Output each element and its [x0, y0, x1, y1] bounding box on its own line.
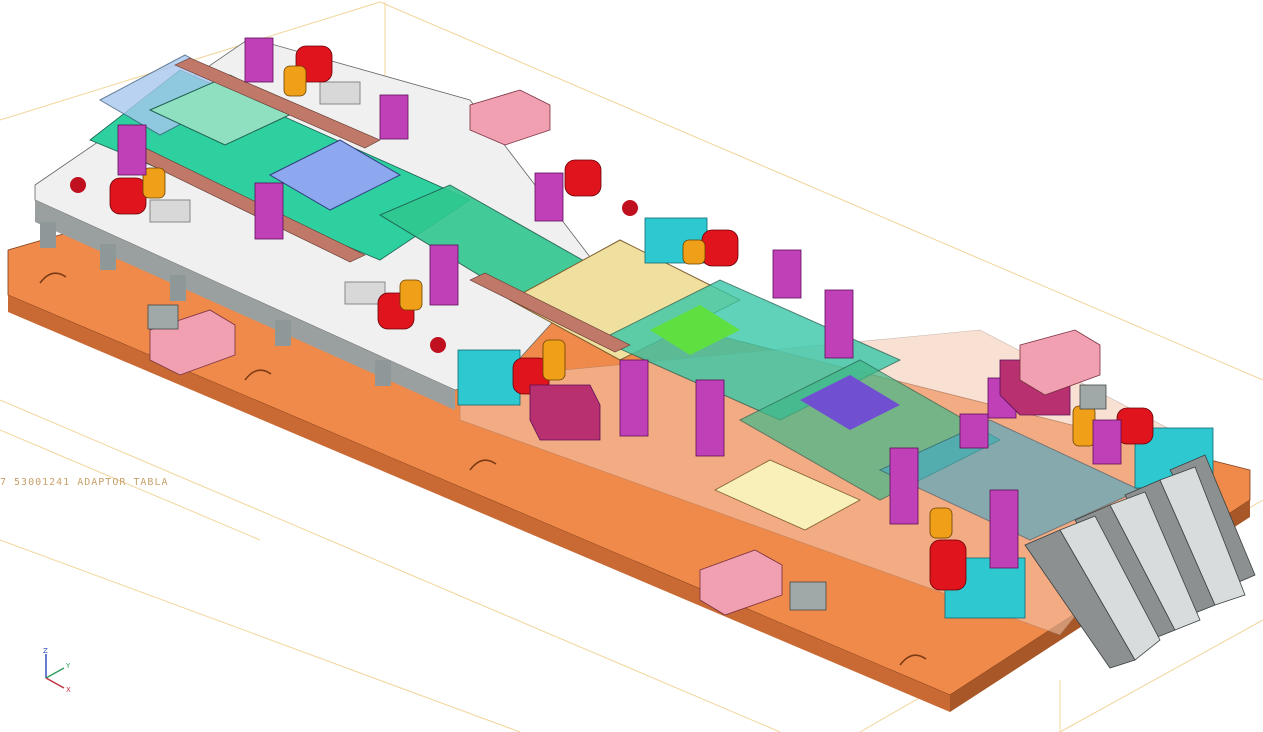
red-bushings[interactable] — [109, 45, 1154, 591]
clamp-blocks[interactable] — [147, 304, 1107, 611]
lifting-lugs[interactable] — [149, 89, 1101, 616]
axis-triad-icon: Z Y X — [43, 647, 71, 694]
axis-x-label: X — [66, 686, 71, 694]
guide-pillars[interactable] — [117, 37, 1122, 569]
scrap-chutes[interactable] — [1024, 454, 1256, 669]
axis-y-label: Y — [65, 662, 71, 670]
axis-z-label: Z — [43, 647, 48, 655]
yellow-bushings[interactable] — [142, 65, 1096, 539]
part-annotation-label: 7 53001241 ADAPTOR TABLA — [0, 477, 169, 488]
insert-plate[interactable] — [714, 459, 861, 531]
upper-die-plates[interactable] — [89, 54, 1142, 541]
stripper-strips — [119, 57, 631, 353]
